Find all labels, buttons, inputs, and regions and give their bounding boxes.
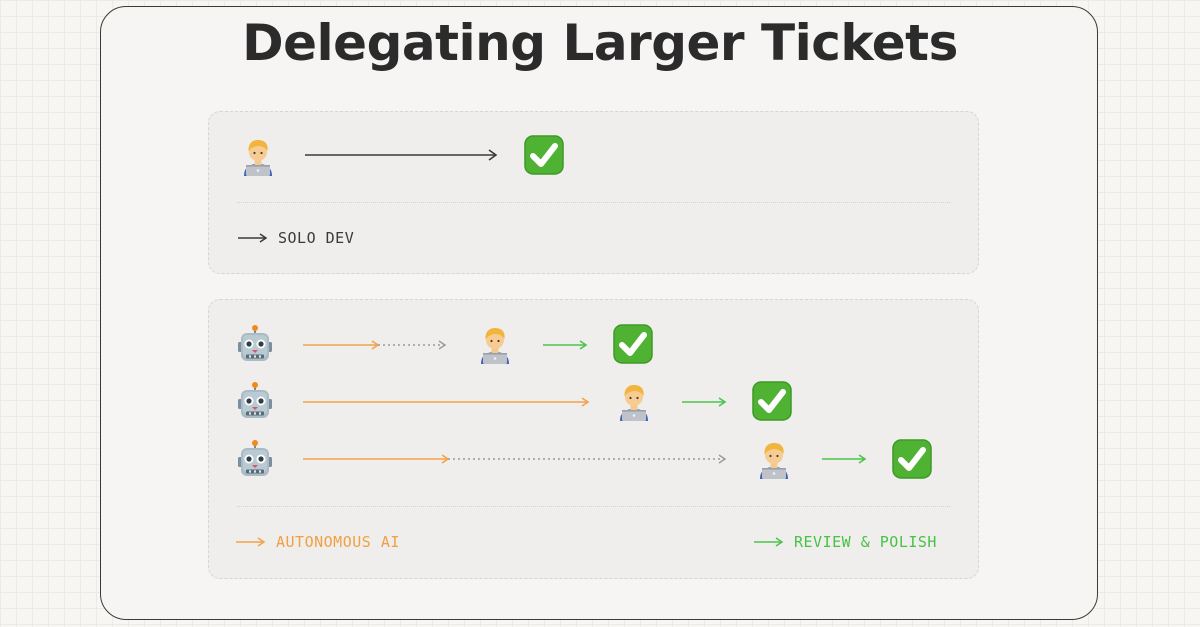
autonomous-ai-legend-label: AUTONOMOUS AI (276, 533, 400, 551)
review-polish-arrow (543, 339, 589, 351)
check-mark-icon (613, 324, 653, 364)
solo-dev-panel (208, 111, 979, 274)
review-polish-legend-label: REVIEW & POLISH (794, 533, 937, 551)
legend-arrow-icon (236, 537, 266, 547)
review-polish-arrow (822, 453, 868, 465)
solo-dev-legend: SOLO DEV (238, 229, 354, 247)
solo-dev-legend-label: SOLO DEV (278, 229, 355, 247)
robot-icon (235, 439, 275, 479)
check-mark-icon (892, 439, 932, 479)
technologist-icon (238, 136, 278, 176)
autonomous-ai-arrow (303, 453, 453, 465)
panel-divider (237, 506, 950, 507)
robot-icon (235, 381, 275, 421)
autonomous-ai-legend: AUTONOMOUS AI (236, 533, 400, 551)
waiting-dotted-arrow (448, 453, 730, 465)
autonomous-ai-arrow (303, 396, 593, 408)
legend-arrow-icon (754, 537, 784, 547)
technologist-icon (614, 381, 654, 421)
robot-icon (235, 324, 275, 364)
autonomous-ai-arrow (303, 339, 383, 351)
panel-divider (237, 202, 950, 203)
check-mark-icon (752, 381, 792, 421)
technologist-icon (475, 324, 515, 364)
review-polish-legend: REVIEW & POLISH (754, 533, 937, 551)
page-title: Delegating Larger Tickets (242, 14, 958, 72)
waiting-dotted-arrow (378, 339, 448, 351)
technologist-icon (754, 439, 794, 479)
solo-dev-arrow (305, 149, 500, 161)
review-polish-arrow (682, 396, 728, 408)
legend-arrow-icon (238, 233, 268, 243)
check-mark-icon (524, 135, 564, 175)
